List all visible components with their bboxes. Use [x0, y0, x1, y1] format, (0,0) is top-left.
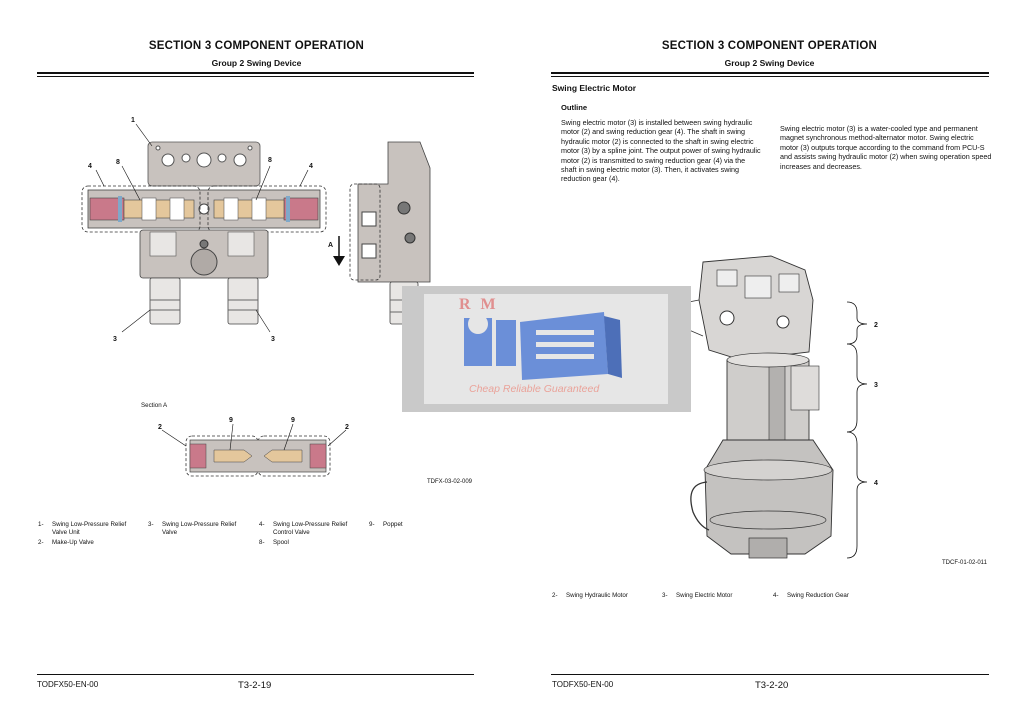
relief-valve-unit-figure: 1 4 8 8 4 3 3 A — [81, 117, 431, 343]
watermark-logo-icon — [464, 312, 622, 380]
callout-4-left: 4 — [88, 163, 92, 170]
page-number: T3-2-20 — [755, 680, 789, 691]
watermark: R M Cheap Reliable Guaranteed — [402, 286, 691, 412]
legend-label: Spool — [273, 539, 289, 546]
subheading: Outline — [561, 103, 588, 112]
section-a-figure: 2 9 9 2 — [158, 417, 349, 477]
group-title: Group 2 Swing Device — [211, 58, 302, 68]
header-rule-thin — [551, 76, 989, 77]
legend-num: 9- — [369, 521, 375, 528]
legend-num: 4- — [259, 521, 265, 528]
callout-9-left: 9 — [229, 417, 233, 424]
legend-label: Poppet — [383, 521, 403, 528]
legend-num: 3- — [662, 592, 668, 599]
legend: 1- Swing Low-Pressure Relief Valve Unit … — [38, 521, 478, 561]
watermark-logo-text: R M — [459, 296, 499, 313]
legend-label: Swing Electric Motor — [676, 592, 733, 599]
callout-8-right: 8 — [268, 157, 272, 164]
callout-1: 1 — [131, 117, 135, 124]
legend-label: Swing Low-Pressure Relief Valve Unit — [52, 521, 127, 536]
section-a-caption: Section A — [141, 402, 168, 409]
legend-label: Swing Hydraulic Motor — [566, 592, 628, 599]
callout-4-right: 4 — [309, 163, 313, 170]
figure-id: TDCF-01-02-011 — [942, 560, 987, 566]
callout-2-left: 2 — [158, 424, 162, 431]
section-heading: Swing Electric Motor — [552, 83, 637, 93]
header-rule-thin — [37, 76, 474, 77]
footer-rule — [37, 674, 474, 675]
legend-num: 4- — [773, 592, 779, 599]
callout-a: A — [328, 242, 333, 249]
callout-8-left: 8 — [116, 159, 120, 166]
header-rule — [551, 72, 989, 74]
group-title: Group 2 Swing Device — [724, 58, 815, 68]
legend-label: Swing Low-Pressure Relief Valve — [162, 521, 237, 536]
left-page: SECTION 3 COMPONENT OPERATION Group 2 Sw… — [37, 40, 478, 691]
watermark-panel: R M Cheap Reliable Guaranteed — [424, 294, 668, 404]
footer-doc-id: TODFX50-EN-00 — [37, 680, 99, 689]
header-rule — [37, 72, 474, 74]
legend: 2- Swing Hydraulic Motor 3- Swing Electr… — [552, 592, 992, 604]
paragraph-col1: Swing electric motor (3) is installed be… — [561, 118, 761, 184]
footer-doc-id: TODFX50-EN-00 — [552, 680, 614, 689]
callout-9-right: 9 — [291, 417, 295, 424]
callout-2: 2 — [874, 322, 878, 329]
right-page: SECTION 3 COMPONENT OPERATION Group 2 Sw… — [513, 0, 1026, 724]
legend-label: Swing Low-Pressure Relief Control Valve — [273, 521, 348, 536]
figure-id-2: TDFX-03-02-009 — [427, 479, 473, 485]
footer-rule — [551, 674, 989, 675]
callout-3: 3 — [874, 382, 878, 389]
legend-num: 2- — [552, 592, 558, 599]
callout-4: 4 — [874, 480, 878, 487]
legend-num: 3- — [148, 521, 154, 528]
paragraph-col2: Swing electric motor (3) is a water-cool… — [780, 124, 992, 171]
legend-num: 2- — [38, 539, 44, 546]
callout-2-right: 2 — [345, 424, 349, 431]
callout-3-left: 3 — [113, 336, 117, 343]
legend-label: Swing Reduction Gear — [787, 592, 849, 599]
section-title: SECTION 3 COMPONENT OPERATION — [148, 40, 365, 52]
legend-num: 1- — [38, 521, 44, 528]
legend-num: 8- — [259, 539, 265, 546]
section-title: SECTION 3 COMPONENT OPERATION — [661, 40, 878, 52]
legend-label: Make-Up Valve — [52, 539, 94, 546]
callout-3-right: 3 — [271, 336, 275, 343]
watermark-tagline: Cheap Reliable Guaranteed — [469, 383, 600, 395]
swing-motor-figure: 2 3 4 — [688, 255, 878, 559]
page-number: T3-2-19 — [238, 680, 272, 691]
